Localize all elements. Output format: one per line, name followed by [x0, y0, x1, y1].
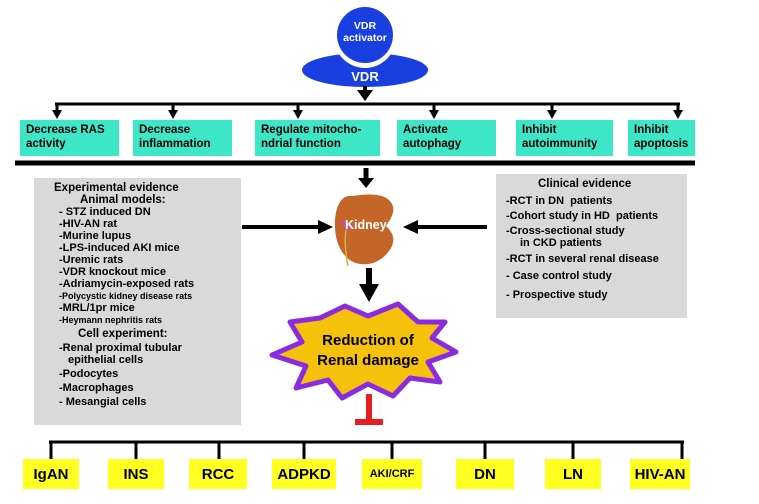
mechanism-autophagy-line2: autophagy	[403, 138, 462, 150]
clinical-item: -RCT in DN patients	[506, 195, 613, 207]
mechanism-inflammation-line1: Decrease	[139, 124, 191, 136]
renal-damage-star	[269, 301, 459, 401]
mechanism-box-autophagy: Activate autophagy	[397, 120, 496, 156]
renal-damage-label: Reduction of Renal damage	[298, 331, 438, 371]
experimental-evidence-box: Experimental evidence Animal models: - S…	[34, 178, 241, 425]
vdr-activator-shape	[337, 7, 393, 63]
mechanism-autophagy-line1: Activate	[403, 124, 448, 136]
animal-item: -HIV-AN rat	[59, 218, 118, 230]
disease-box-dn: DN	[456, 459, 514, 489]
clinical-item: - Prospective study	[506, 289, 608, 301]
experimental-title: Experimental evidence	[54, 182, 179, 194]
mechanism-inflammation-line2: inflammation	[139, 138, 211, 150]
vdr-activator-label: VDR activator	[337, 20, 393, 44]
disease-box-igan: IgAN	[23, 459, 79, 489]
mechanism-apoptosis-line2: apoptosis	[634, 138, 689, 150]
animal-item: -Polycystic kidney disease rats	[59, 291, 193, 301]
disease-box-ln: LN	[545, 459, 601, 489]
vdr-activator-label-line2: activator	[343, 32, 387, 44]
renal-damage-label-line2: Renal damage	[317, 352, 419, 369]
animal-item: -Murine lupus	[59, 230, 132, 242]
cell-item: - Mesangial cells	[59, 396, 147, 408]
mechanism-autoimmunity-line2: autoimmunity	[522, 138, 598, 150]
mechanism-box-apoptosis: Inhibit apoptosis	[628, 120, 695, 156]
mechanism-arrows	[52, 104, 683, 119]
cell-item: epithelial cells	[68, 354, 144, 366]
animal-item: -Heymann nephritis rats	[59, 315, 163, 325]
animal-item: -MRL/1pr mice	[59, 302, 135, 314]
disease-box-rcc: RCC	[189, 459, 247, 489]
animal-item: -LPS-induced AKI mice	[59, 242, 180, 254]
kidney-label: Kidney	[345, 218, 387, 232]
mechanism-ras-line1: Decrease RAS	[26, 124, 105, 136]
animal-item: - STZ induced DN	[59, 206, 151, 218]
disease-connectors	[49, 442, 684, 459]
animal-models-title: Animal models:	[80, 194, 166, 206]
mechanism-box-mitochondria: Regulate mitocho- ndrial function	[255, 120, 380, 156]
animal-item: -VDR knockout mice	[59, 266, 166, 278]
renal-damage-label-line1: Reduction of	[322, 332, 414, 349]
vdr-activator-label-line1: VDR	[353, 20, 377, 32]
animal-item: -Uremic rats	[59, 254, 124, 266]
animal-item: -Adriamycin-exposed rats	[59, 278, 195, 290]
mechanism-mitochondria-line1: Regulate mitocho-	[261, 124, 362, 136]
mechanism-autoimmunity-line1: Inhibit	[522, 124, 557, 136]
mechanism-mitochondria-line2: ndrial function	[261, 138, 341, 150]
mechanism-box-inflammation: Decrease inflammation	[133, 120, 232, 156]
clinical-item: -Cohort study in HD patients	[506, 210, 659, 222]
clinical-evidence-box: Clinical evidence -RCT in DN patients -C…	[496, 174, 687, 318]
disease-box-ins: INS	[108, 459, 164, 489]
clinical-title: Clinical evidence	[538, 178, 632, 190]
kidney-shape	[334, 194, 394, 267]
disease-box-hiv-an: HIV-AN	[630, 459, 690, 489]
disease-box-aki-crf: AKI/CRF	[362, 459, 422, 489]
cell-item: -Renal proximal tubular	[59, 342, 182, 354]
mechanism-box-ras: Decrease RAS activity	[20, 120, 119, 156]
disease-box-adpkd: ADPKD	[272, 459, 336, 489]
cell-experiment-title: Cell experiment:	[78, 328, 168, 340]
vdr-receptor-shape	[302, 53, 428, 87]
vdr-receptor-label: VDR	[351, 69, 379, 84]
cell-item: -Podocytes	[59, 368, 119, 380]
mechanism-box-autoimmunity: Inhibit autoimmunity	[516, 120, 613, 156]
clinical-item: in CKD patients	[520, 237, 602, 249]
mechanism-ras-line2: activity	[26, 138, 66, 150]
clinical-item: -RCT in several renal disease	[506, 253, 659, 265]
clinical-item: -Cross-sectional study	[506, 225, 625, 237]
mechanism-apoptosis-line1: Inhibit	[634, 124, 669, 136]
cell-item: -Macrophages	[59, 382, 134, 394]
clinical-item: - Case control study	[506, 270, 612, 282]
